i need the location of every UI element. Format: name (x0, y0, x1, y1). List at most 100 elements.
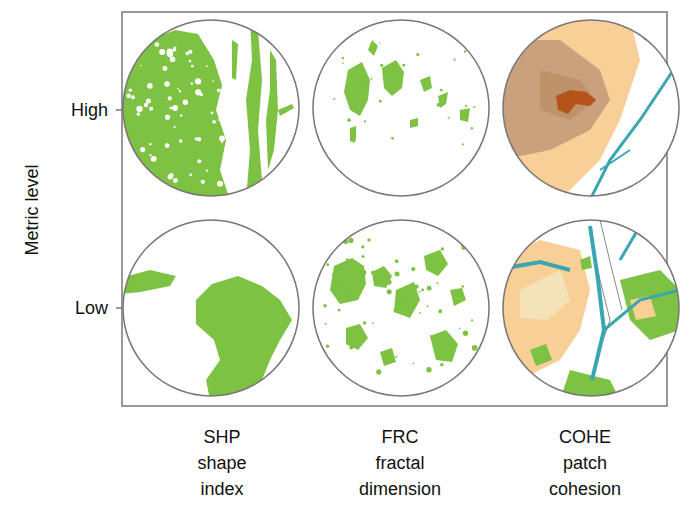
texture-dot (360, 335, 364, 339)
texture-dot (402, 64, 405, 67)
texture-hole (195, 138, 198, 141)
texture-dot (411, 267, 415, 271)
texture-dot (441, 247, 444, 250)
texture-dot (440, 89, 443, 92)
texture-dot (436, 252, 440, 256)
texture-hole (206, 65, 208, 67)
texture-hole (173, 48, 176, 51)
texture-hole (179, 139, 183, 143)
frc-low-map (323, 236, 481, 375)
texture-dot (348, 238, 353, 243)
metric-name: shape index (197, 450, 246, 502)
texture-hole (134, 41, 138, 45)
texture-dot (391, 137, 394, 140)
texture-hole (201, 180, 205, 184)
texture-dot (421, 289, 424, 292)
texture-dot (405, 308, 411, 314)
texture-hole (140, 147, 145, 152)
texture-hole (189, 173, 192, 176)
texture-dot (394, 307, 400, 313)
texture-dot (347, 118, 351, 122)
texture-hole (167, 48, 173, 54)
texture-dot (395, 259, 399, 263)
texture-dot (465, 105, 467, 107)
texture-dot (344, 288, 350, 294)
texture-hole (172, 105, 178, 111)
texture-dot (346, 258, 349, 261)
texture-dot (395, 271, 400, 276)
texture-dot (426, 367, 431, 372)
texture-hole (126, 94, 131, 99)
texture-dot (458, 299, 460, 301)
texture-hole (146, 98, 151, 103)
texture-dot (326, 263, 329, 266)
texture-dot (463, 331, 468, 336)
metric-abbreviation: FRC (382, 424, 419, 450)
texture-dot (372, 322, 374, 324)
texture-dot (387, 289, 392, 294)
texture-dot (332, 273, 336, 277)
texture-hole (191, 82, 193, 84)
texture-dot (362, 255, 365, 258)
texture-hole (133, 174, 138, 179)
texture-hole (127, 155, 131, 159)
texture-hole (169, 107, 172, 110)
texture-hole (149, 143, 151, 145)
texture-dot (459, 328, 461, 330)
texture-hole (189, 60, 192, 63)
texture-dot (326, 344, 329, 347)
texture-hole (168, 96, 172, 100)
texture-dot (386, 280, 391, 285)
texture-hole (221, 141, 223, 143)
texture-hole (136, 106, 142, 112)
texture-hole (151, 156, 157, 162)
texture-hole (197, 159, 201, 163)
texture-dot (337, 279, 341, 283)
texture-hole (195, 89, 201, 95)
texture-dot (361, 270, 367, 276)
texture-hole (129, 88, 132, 91)
texture-dot (462, 143, 464, 145)
texture-dot (323, 304, 327, 308)
texture-hole (137, 177, 142, 182)
texture-dot (445, 332, 447, 334)
texture-dot (325, 323, 327, 325)
texture-hole (137, 112, 141, 116)
texture-dot (448, 117, 450, 119)
texture-dot (352, 140, 355, 143)
metric-abbreviation: COHE (559, 424, 611, 450)
texture-dot (371, 271, 375, 275)
texture-dot (471, 319, 473, 321)
map-circle (123, 20, 679, 396)
texture-dot (385, 353, 387, 355)
texture-dot (453, 59, 455, 61)
texture-hole (168, 174, 173, 179)
frc-high-map (333, 40, 475, 145)
texture-dot (472, 345, 478, 351)
texture-dot (426, 305, 428, 307)
texture-dot (363, 82, 364, 83)
texture-hole (179, 90, 181, 92)
texture-dot (380, 64, 383, 67)
texture-hole (140, 65, 142, 67)
texture-dot (427, 286, 432, 291)
texture-hole (165, 143, 170, 148)
texture-hole (159, 49, 165, 55)
texture-dot (473, 106, 475, 108)
texture-dot (419, 312, 421, 314)
texture-dot (361, 245, 364, 248)
axis-title: Metric level (19, 164, 45, 255)
texture-dot (341, 57, 344, 60)
texture-dot (338, 287, 340, 289)
texture-dot (379, 42, 380, 43)
texture-hole (144, 103, 148, 107)
texture-hole (212, 120, 216, 124)
texture-dot (338, 309, 341, 312)
texture-hole (195, 78, 201, 84)
texture-hole (134, 182, 137, 185)
texture-dot (364, 120, 366, 122)
texture-dot (366, 83, 369, 86)
texture-dot (400, 298, 404, 302)
texture-hole (183, 100, 188, 105)
cohe-high-map (500, 18, 680, 200)
